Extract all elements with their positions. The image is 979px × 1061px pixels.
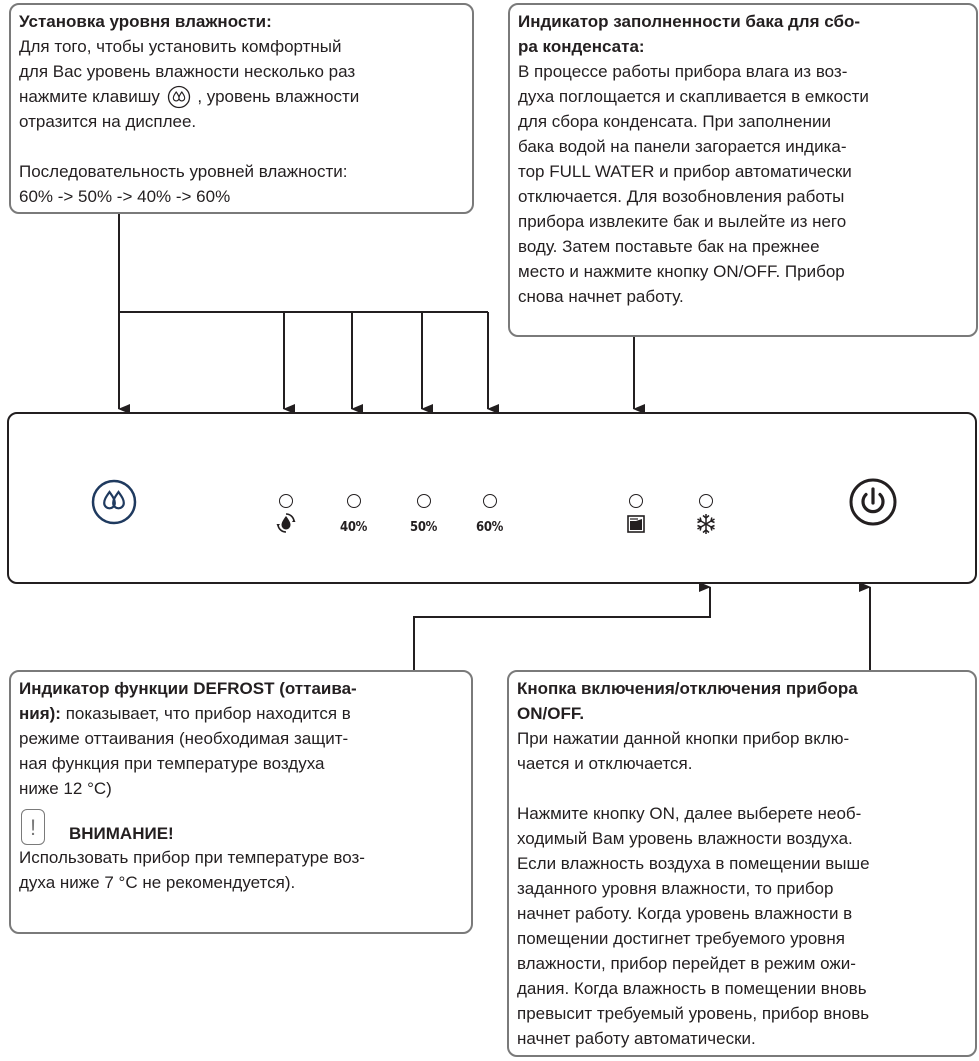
humidity-setting-callout: Установка уровня влажности: Для того, чт… (9, 3, 474, 214)
callout-text-line: бака водой на панели загорается индика- (518, 137, 847, 156)
callout-text-line: При нажатии данной кнопки прибор вклю- (517, 729, 850, 748)
defrost-cycle-icon (276, 513, 296, 533)
humidity-40-led (347, 494, 361, 508)
humidity-40-label: 40% (340, 520, 368, 535)
snowflake-icon (697, 514, 715, 534)
callout-text-line: прибора извлеките бак и вылейте из него (518, 212, 847, 231)
callout-text-fragment: , уровень влажности (197, 87, 360, 106)
callout-text-line: Нажмите кнопку ON, далее выберете необ- (517, 804, 862, 823)
callout-text-line: ниже 12 °С) (19, 779, 112, 798)
callout-text-line: духа поглощается и скапливается в емкост… (518, 87, 869, 106)
callout-text-fragment: нажмите клавишу (19, 87, 160, 106)
callout-text-line: ная функция при температуре воздуха (19, 754, 325, 773)
frost-indicator-led (699, 494, 713, 508)
callout-title: ON/OFF. (517, 704, 585, 723)
callout-text-line: В процессе работы прибора влага из воз- (518, 62, 848, 81)
callout-text-line: Использовать прибор при температуре воз- (19, 848, 365, 867)
power-callout: Кнопка включения/отключения прибора ON/O… (507, 670, 977, 1057)
callout-text-line: место и нажмите кнопку ON/OFF. Прибор (518, 262, 845, 281)
callout-text-line: Если влажность воздуха в помещении выше (517, 854, 870, 873)
callout-title: Установка уровня влажности: (19, 12, 272, 31)
callout-title: ра конденсата: (518, 37, 645, 56)
callout-text-line: тор FULL WATER и прибор автоматически (518, 162, 852, 181)
callout-text-line: Последовательность уровней влажности: (19, 162, 348, 181)
callout-text-line: чается и отключается. (517, 754, 693, 773)
full-water-led (629, 494, 643, 508)
callout-text-line: начнет работу автоматически. (517, 1029, 756, 1048)
water-tank-icon (627, 515, 645, 533)
callout-text-line: снова начнет работу. (518, 287, 684, 306)
warning-icon: ! (21, 809, 45, 845)
callout-text-line: заданного уровня влажности, то прибор (517, 879, 834, 898)
connector-defrost-led (413, 582, 711, 670)
callout-text-line: нажмите клавишу , уровень влажности (19, 84, 464, 109)
callout-text-line: для Вас уровень влажности несколько раз (19, 62, 356, 81)
humidity-key-icon (167, 85, 191, 109)
callout-text-line: духа ниже 7 °С не рекомендуется). (19, 873, 296, 892)
humidity-button[interactable] (90, 478, 138, 526)
humidity-60-label: 60% (476, 520, 504, 535)
warning-title: ВНИМАНИЕ! (69, 824, 174, 843)
callout-text-line: ходимый Вам уровень влажности воздуха. (517, 829, 853, 848)
callout-text-line: для сбора конденсата. При заполнении (518, 112, 831, 131)
callout-text-line: влажности, прибор перейдет в режим ожи- (517, 954, 856, 973)
power-button[interactable] (848, 477, 898, 527)
callout-text-line: ния): показывает, что прибор находится в (19, 701, 463, 726)
callout-text-line: превысит требуемый уровень, прибор вновь (517, 1004, 870, 1023)
warning-header: ! ВНИМАНИЕ! (19, 809, 463, 845)
callout-text-line: Для того, чтобы установить комфортный (19, 37, 342, 56)
control-panel: 40% 50% 60% (7, 412, 977, 584)
callout-text-line: помещении достигнет требуемого уровня (517, 929, 845, 948)
callout-text-line: режиме оттаивания (необходимая защит- (19, 729, 349, 748)
callout-text-line: отразится на дисплее. (19, 112, 197, 131)
callout-text-line: дания. Когда влажность в помещении вновь (517, 979, 867, 998)
callout-text-line: воду. Затем поставьте бак на прежнее (518, 237, 820, 256)
defrost-indicator-led (279, 494, 293, 508)
callout-text-line: начнет работу. Когда уровень влажности в (517, 904, 853, 923)
water-tank-callout: Индикатор заполненности бака для сбо- ра… (508, 3, 978, 337)
callout-title: ния): (19, 704, 61, 723)
humidity-60-led (483, 494, 497, 508)
callout-title: Индикатор заполненности бака для сбо- (518, 12, 861, 31)
callout-text-line: отключается. Для возобновления работы (518, 187, 845, 206)
callout-text-fragment: показывает, что прибор находится в (60, 704, 351, 723)
humidity-50-label: 50% (410, 520, 438, 535)
defrost-callout: Индикатор функции DEFROST (оттаива- ния)… (9, 670, 473, 934)
callout-title: Кнопка включения/отключения прибора (517, 679, 858, 698)
callout-title: Индикатор функции DEFROST (оттаива- (19, 679, 357, 698)
humidity-50-led (417, 494, 431, 508)
humidity-sequence: 60% -> 50% -> 40% -> 60% (19, 187, 231, 206)
